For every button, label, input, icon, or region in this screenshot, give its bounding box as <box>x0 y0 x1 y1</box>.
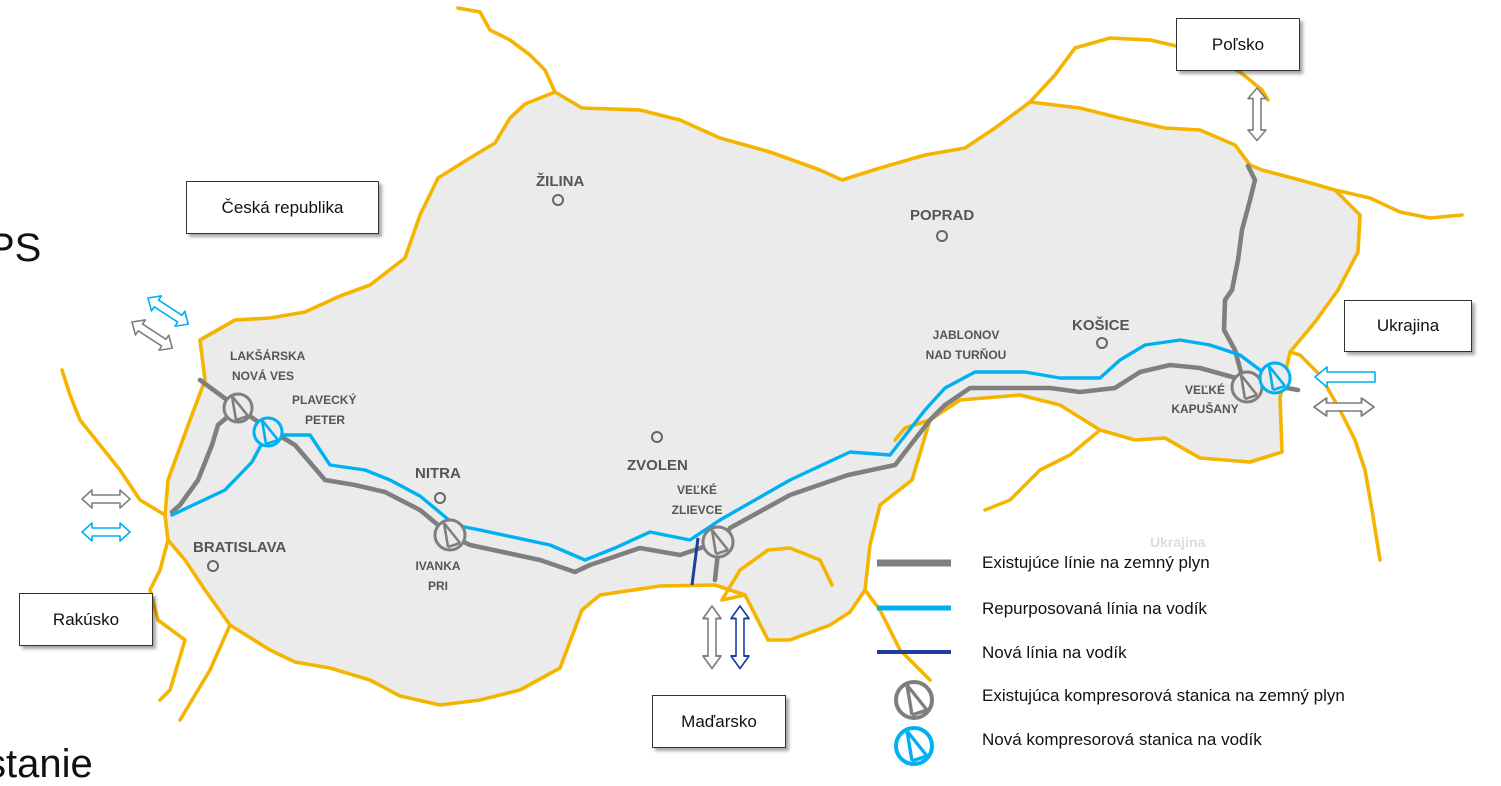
legend-label-existing-line: Existujúce línie na zemný plyn <box>982 553 1210 572</box>
station-velke-zlievce-icon <box>701 525 735 559</box>
country-box-ukraine: Ukrajina <box>1344 300 1472 352</box>
flow-arrow-austria-cyan <box>81 522 131 542</box>
station-label-velke-kapusany-2: KAPUŠANY <box>1171 401 1238 416</box>
station-label-jablonov-2: NAD TURŇOU <box>926 347 1007 362</box>
city-label-zvolen: ZVOLEN <box>627 457 688 474</box>
city-markers <box>207 194 1108 572</box>
legend-label-new-line: Nová línia na vodík <box>982 643 1127 662</box>
station-label-velke-zlievce-1: VEĽKÉ <box>677 482 717 497</box>
station-label-velke-kapusany-1: VEĽKÉ <box>1185 382 1225 397</box>
station-label-plavecky-1: PLAVECKÝ <box>292 392 356 407</box>
flow-arrow-hungary-blue <box>730 605 750 670</box>
city-label-kosice: KOŠICE <box>1072 316 1130 334</box>
station-label-laksarska-2: NOVÁ VES <box>232 368 294 383</box>
station-label-laksarska-1: LAKŠÁRSKA <box>230 348 306 363</box>
ghost-country-label: Ukrajina <box>1150 534 1205 550</box>
flow-arrow-czech-gray <box>126 313 178 357</box>
station-velke-kapusany-h2-icon <box>1258 361 1292 395</box>
flow-arrow-ukraine-gray <box>1313 397 1375 417</box>
station-label-jablonov-1: JABLONOV <box>933 328 1000 342</box>
flow-arrow-austria-gray <box>81 489 131 509</box>
station-velke-kapusany-icon <box>1230 370 1264 404</box>
station-plavecky-icon <box>252 416 284 448</box>
city-label-nitra: NITRA <box>415 465 461 482</box>
legend-label-repurposed-line: Repurposovaná línia na vodík <box>982 599 1207 618</box>
flow-arrow-czech-cyan <box>142 289 194 333</box>
text-fragment-stanie: stanie <box>0 742 93 786</box>
legend-label-new-station: Nová kompresorová stanica na vodík <box>982 730 1262 749</box>
country-box-poland: Poľsko <box>1176 18 1300 71</box>
legend-label-existing-station: Existujúca kompresorová stanica na zemný… <box>982 686 1345 705</box>
legend-existing-station-icon <box>894 680 934 720</box>
flow-arrow-ukraine-cyan <box>1314 366 1376 388</box>
country-box-czech: Česká republika <box>186 181 379 234</box>
legend-new-station-icon <box>894 726 934 766</box>
country-box-austria: Rakúsko <box>19 593 153 646</box>
station-label-velke-zlievce-2: ZLIEVCE <box>672 503 723 517</box>
flow-arrow-poland-gray <box>1247 87 1267 142</box>
text-fragment-ps: PS <box>0 226 42 270</box>
city-label-bratislava: BRATISLAVA <box>193 539 286 556</box>
existing-gas-lines <box>169 163 1301 583</box>
slovakia-territory <box>165 92 1360 705</box>
station-ivanka-icon <box>433 518 467 552</box>
country-borders <box>60 6 1464 722</box>
station-label-plavecky-2: PETER <box>305 413 345 427</box>
city-label-poprad: POPRAD <box>910 207 974 224</box>
station-laksarska-icon <box>222 392 254 424</box>
station-label-ivanka-2: PRI <box>428 579 448 593</box>
city-label-zilina: ŽILINA <box>536 172 584 190</box>
flow-arrow-hungary-gray <box>702 605 722 670</box>
station-label-ivanka-1: IVANKA <box>415 559 460 573</box>
country-box-hungary: Maďarsko <box>652 695 786 748</box>
new-hydrogen-line <box>690 537 700 586</box>
